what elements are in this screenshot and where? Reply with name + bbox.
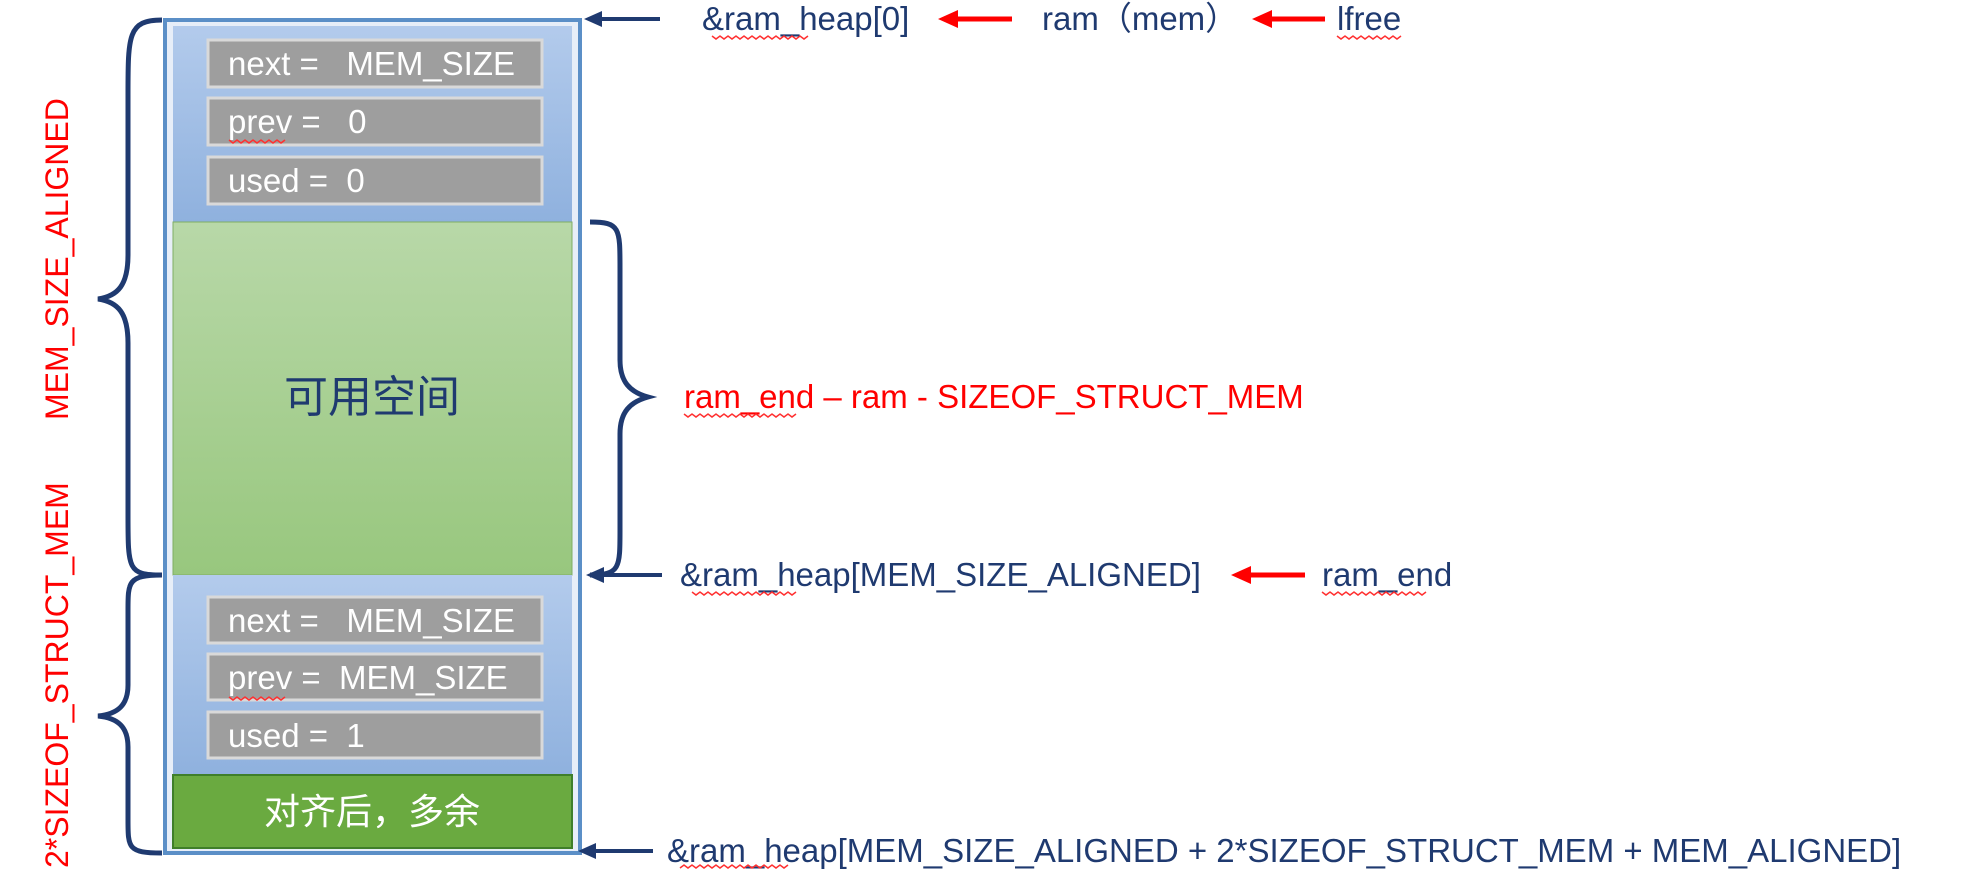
svg-text:used = 0: used = 0 [228, 162, 365, 199]
left-brace-top [97, 17, 163, 578]
right-brace [589, 219, 658, 578]
arrow-end-pointer [586, 567, 662, 583]
ram-heap-end-label: &ram_heap[MEM_SIZE_ALIGNED] [680, 556, 1201, 593]
spellcheck-underlines [228, 35, 1427, 869]
usable-space-label: 可用空间 [284, 373, 460, 422]
arrow-red-ram-to-heap [938, 10, 1012, 28]
ram-mem-label: ram（mem） [1042, 0, 1238, 37]
ram-heap-start-label: &ram_heap[0] [702, 0, 909, 37]
arrow-red-lfree-to-ram [1252, 10, 1325, 28]
lfree-label: lfree [1337, 0, 1401, 37]
arrow-top-pointer [584, 11, 660, 27]
padding-block [172, 774, 573, 849]
tail-field-next: next = MEM_SIZE [206, 595, 544, 645]
usable-size-expression: ram_end – ram - SIZEOF_STRUCT_MEM [684, 378, 1304, 415]
arrow-bottom-pointer [578, 843, 653, 859]
tail-field-used: used = 1 [206, 710, 544, 760]
tail-field-prev: prev = MEM_SIZE [206, 652, 544, 702]
left-label-bottom: 2*SIZEOF_STRUCT_MEM [39, 482, 75, 868]
left-label-top: MEM_SIZE_ALIGNED [39, 98, 75, 420]
svg-text:used = 1: used = 1 [228, 717, 365, 754]
head-field-prev: prev = 0 [206, 96, 544, 147]
svg-text:next = MEM_SIZE: next = MEM_SIZE [228, 602, 515, 639]
padding-block-label: 对齐后，多余 [264, 791, 480, 832]
svg-text:prev = 0: prev = 0 [228, 103, 367, 140]
head-field-next: next = MEM_SIZE [206, 38, 544, 89]
head-field-used: used = 0 [206, 155, 544, 206]
arrow-red-ramend-to-heap [1231, 566, 1305, 584]
ram-heap-total-label: &ram_heap[MEM_SIZE_ALIGNED + 2*SIZEOF_ST… [667, 832, 1901, 869]
svg-text:next = MEM_SIZE: next = MEM_SIZE [228, 45, 515, 82]
left-brace-bottom [97, 572, 163, 856]
svg-text:prev = MEM_SIZE: prev = MEM_SIZE [228, 659, 508, 696]
ram-end-label: ram_end [1322, 556, 1452, 593]
